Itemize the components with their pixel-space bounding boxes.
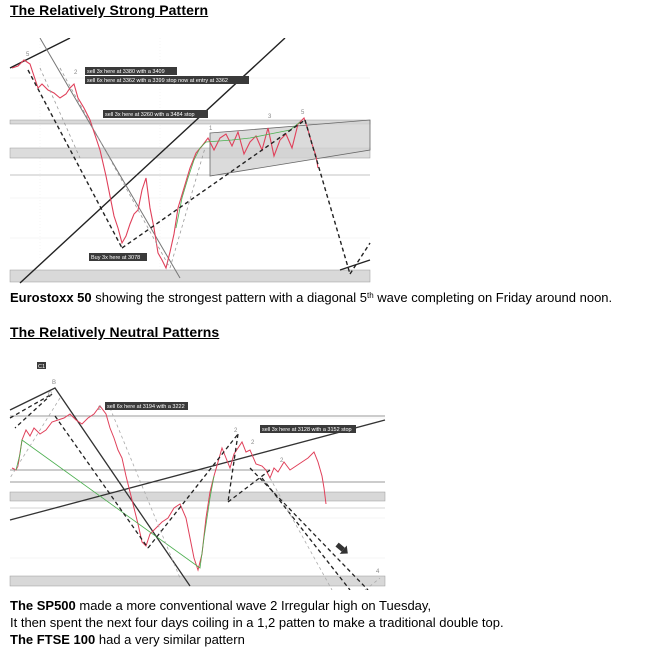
svg-text:sell 6x here at 3362 with a 33: sell 6x here at 3362 with a 3399 stop no… <box>87 78 228 84</box>
wave-label: 2 <box>74 70 78 76</box>
trade-annotation: sell 6x here at 3362 with a 3399 stop no… <box>85 76 249 84</box>
trade-annotation: sell 3x here at 3260 with a 3484 stop <box>103 110 208 118</box>
svg-text:sell 6x here at 3194 with a 32: sell 6x here at 3194 with a 3222 <box>107 404 185 410</box>
wave-label: 3 <box>268 114 272 120</box>
wave-label: 5 <box>301 110 305 116</box>
svg-text:sell 3x here at 3128 with a 31: sell 3x here at 3128 with a 3152 stop <box>262 427 352 433</box>
c1-badge: C1 <box>37 362 46 370</box>
svg-text:C1: C1 <box>38 364 45 370</box>
trade-annotation: sell 3x here at 3128 with a 3152 stop <box>260 425 356 433</box>
wave-label: 2 <box>234 428 238 434</box>
wave-label: 1 <box>209 126 213 132</box>
wave-label: 2 <box>280 458 284 464</box>
svg-text:sell 3x here at 3260 with a 34: sell 3x here at 3260 with a 3484 stop <box>105 112 195 118</box>
neutral-patterns-heading: The Relatively Neutral Patterns <box>10 324 220 340</box>
eurostoxx-chart: 5 2 1 3 5 sell 3x here at 3380 with a 34… <box>0 38 380 286</box>
wave-label: C <box>48 392 53 398</box>
wave-label: 5 <box>26 52 30 58</box>
wave-label: 2 <box>98 406 102 412</box>
eurostoxx-caption: Eurostoxx 50 showing the strongest patte… <box>10 290 613 305</box>
trade-annotation: sell 3x here at 3380 with a 3409 <box>85 67 177 75</box>
trade-annotation: Buy 3x here at 3078 <box>89 253 147 261</box>
ftse-caption-line: The FTSE 100 had a very similar pattern <box>10 632 245 647</box>
down-arrow-icon <box>335 542 348 554</box>
svg-text:sell 3x here at 3380 with a 34: sell 3x here at 3380 with a 3409 <box>87 69 165 75</box>
trade-annotation: sell 6x here at 3194 with a 3222 <box>105 402 188 410</box>
sp500-chart: C1 B C 2 2 2 2 4 sell 6x here at 3194 wi… <box>0 358 390 590</box>
sp500-caption-line-2: It then spent the next four days coiling… <box>10 615 504 630</box>
wave-label: 4 <box>376 569 380 575</box>
strong-pattern-heading: The Relatively Strong Pattern <box>10 2 209 18</box>
support-resistance-bands <box>9 119 371 283</box>
svg-text:Buy 3x here at 3078: Buy 3x here at 3078 <box>91 255 140 261</box>
wave-label: B <box>52 380 56 386</box>
caption-bold: Eurostoxx 50 <box>10 290 92 305</box>
wave-label: 2 <box>251 440 255 446</box>
sp500-caption-line-1: The SP500 made a more conventional wave … <box>10 598 432 613</box>
